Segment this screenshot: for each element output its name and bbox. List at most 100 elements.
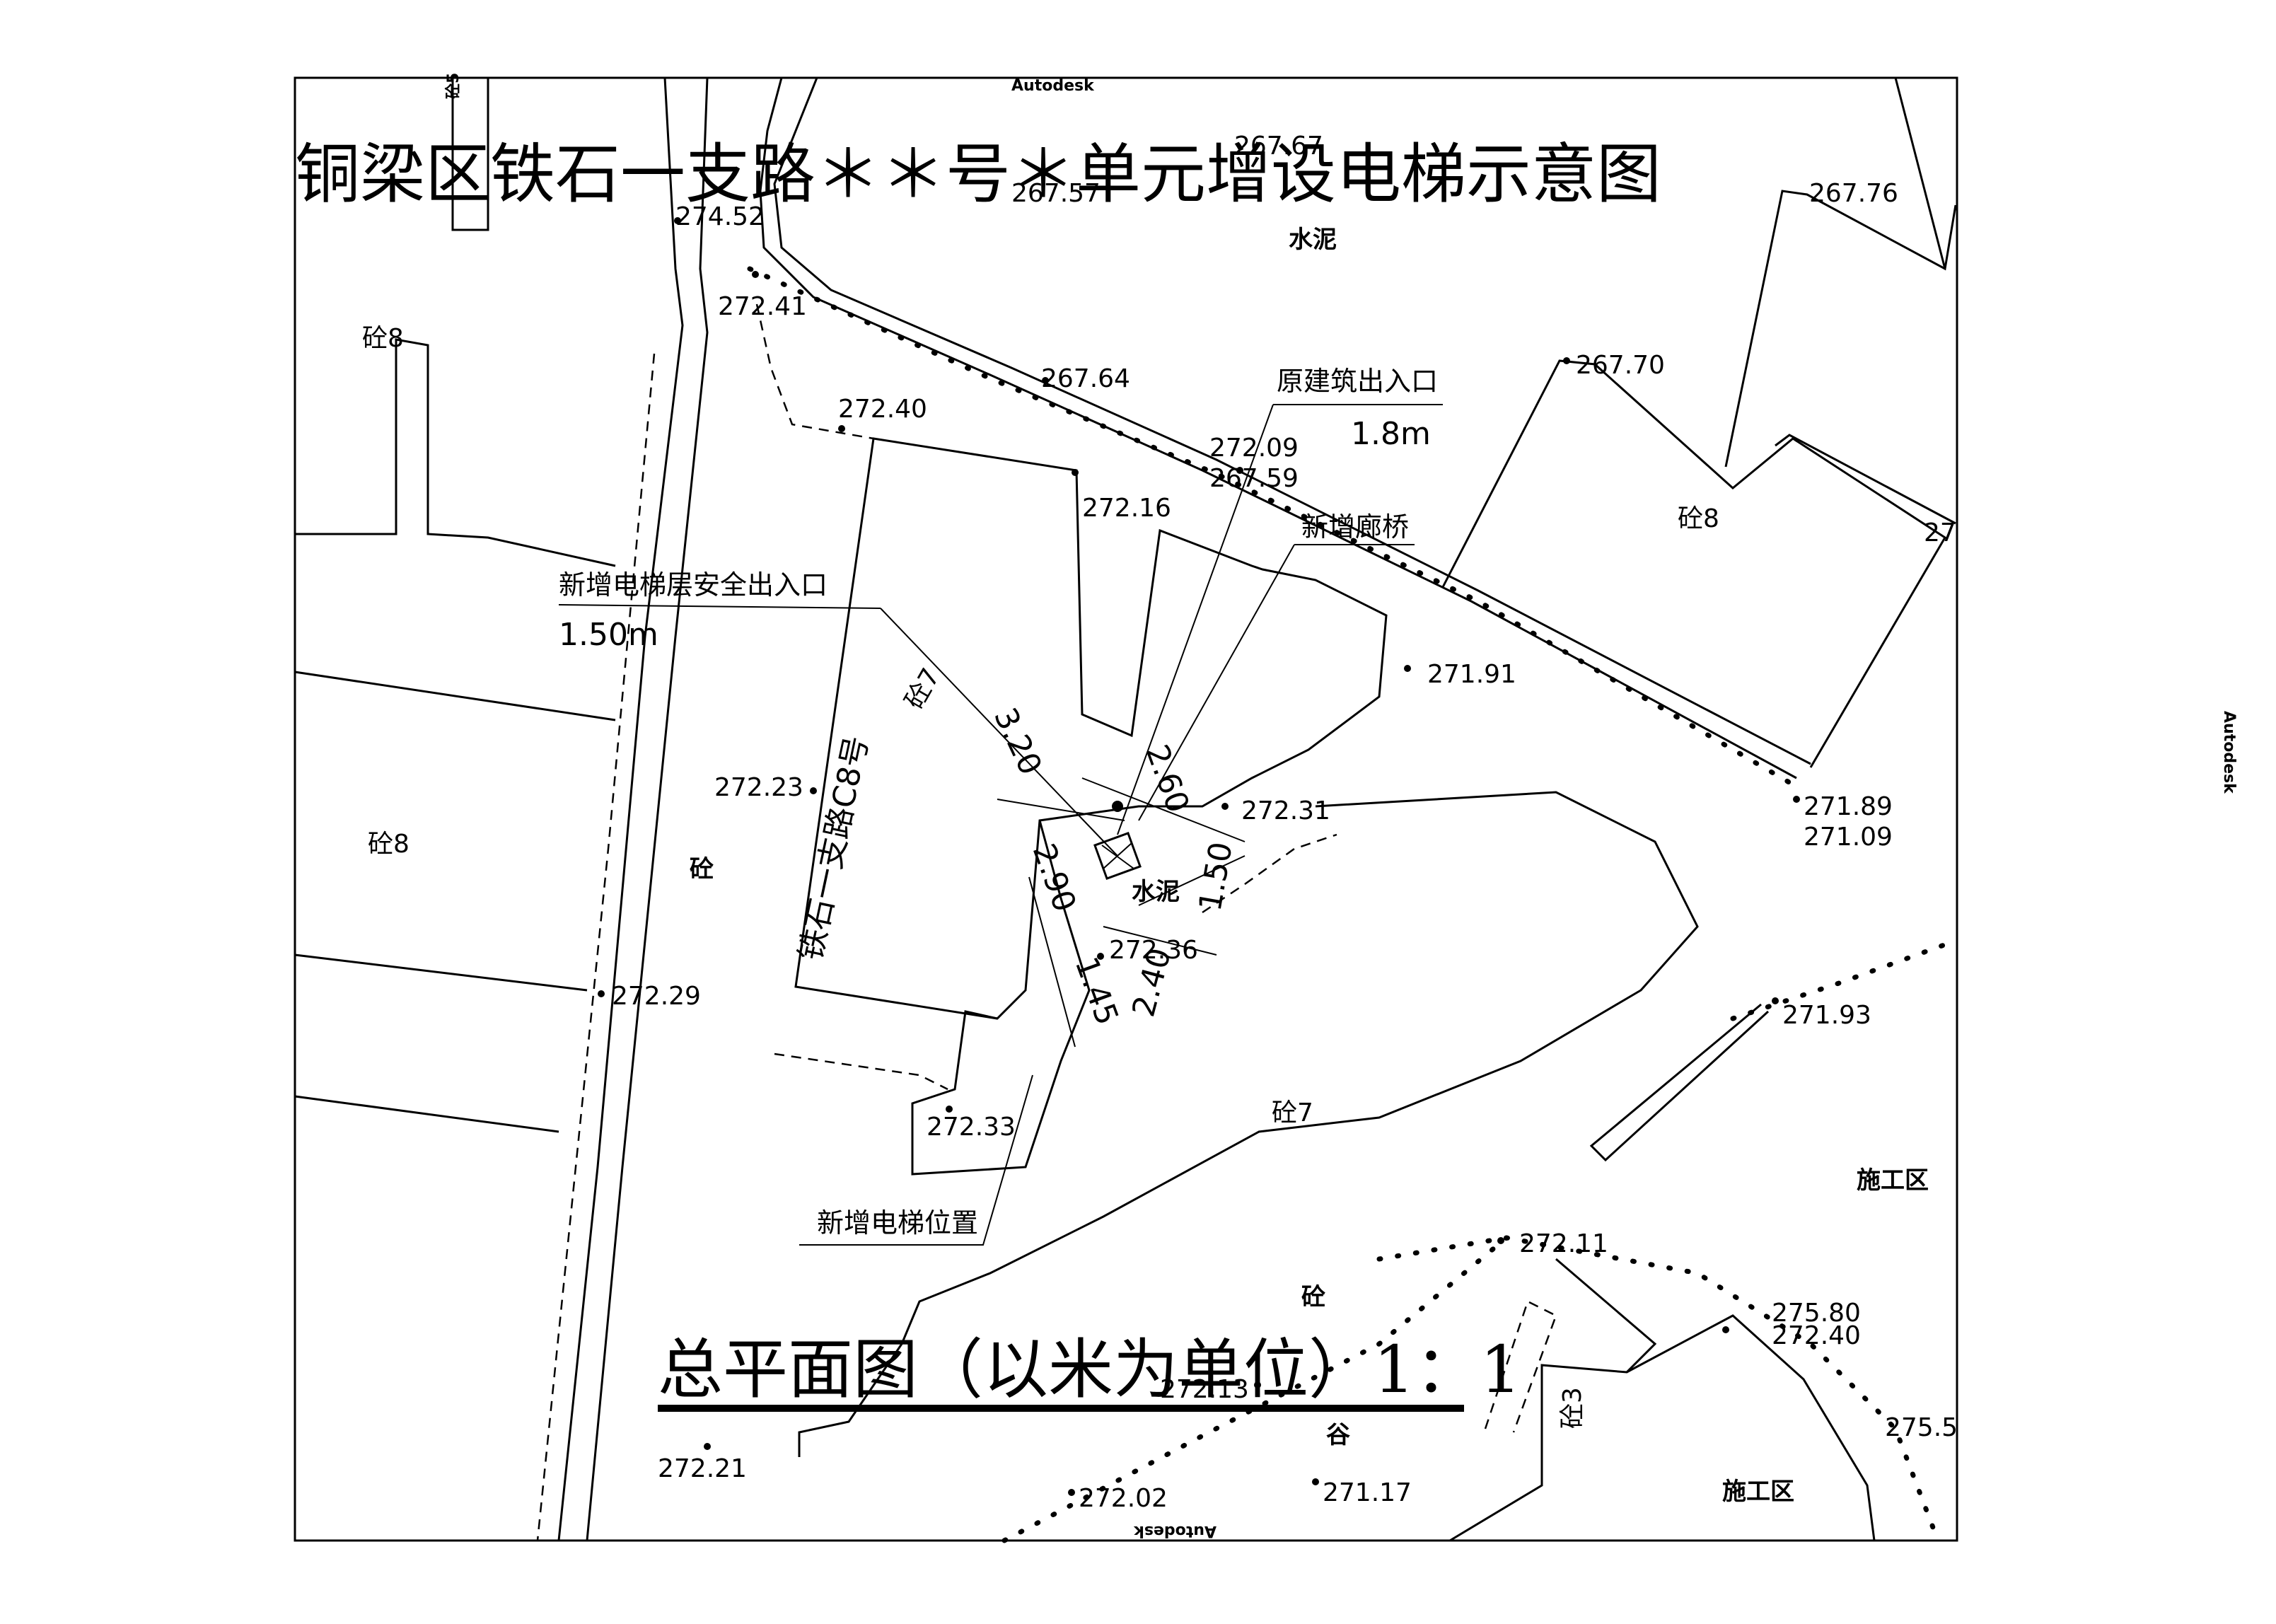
elev-18: 272.29 xyxy=(612,982,701,1011)
top-road-dots xyxy=(747,266,1803,791)
top-road-edge-1 xyxy=(759,77,1797,779)
zone-valley: 谷 xyxy=(1326,1421,1350,1449)
elev-13: 271.89 xyxy=(1804,792,1893,821)
elev-29: 27 xyxy=(1924,518,1956,547)
elev-19: 272.33 xyxy=(927,1113,1016,1142)
elev-12: 271.91 xyxy=(1427,660,1516,689)
zone-b: 砼8 xyxy=(368,830,410,859)
zone-d: 砼7 xyxy=(1272,1098,1313,1127)
elev-8: 267.70 xyxy=(1576,351,1665,380)
zone-block-left: 砼5 xyxy=(444,73,463,99)
courtyard-outline xyxy=(798,791,1699,1457)
zone-construction-1: 施工区 xyxy=(1857,1166,1929,1195)
elev-6: 267.67 xyxy=(1234,132,1323,161)
elev-5: 267.57 xyxy=(1011,179,1101,208)
elev-21: 272.11 xyxy=(1519,1229,1608,1258)
autodesk-top: Autodesk xyxy=(1011,77,1095,95)
top-road-edge-2 xyxy=(773,77,1811,765)
mat-cement-mid: 水泥 xyxy=(1132,878,1180,906)
elev-26: 272.21 xyxy=(658,1454,747,1483)
footer-title: 总平面图（以米为单位）1：1 xyxy=(658,1332,1521,1408)
elev-10: 267.59 xyxy=(1209,464,1299,493)
lower-block-1 xyxy=(1449,1258,1657,1542)
left-parcel-lines-3 xyxy=(294,953,588,992)
dim-line-3 xyxy=(1028,876,1076,1048)
elevator-x-1 xyxy=(1101,845,1134,869)
left-road-edge-1 xyxy=(557,77,684,1541)
elev-4: 267.64 xyxy=(1041,364,1130,393)
elev-17: 272.23 xyxy=(714,773,803,802)
dim-line-1 xyxy=(997,799,1125,821)
elevation-dots xyxy=(598,217,1800,1496)
left-dashed-boundary xyxy=(536,353,656,1541)
courtyard-dashed xyxy=(1202,833,1337,914)
elev-16: 272.36 xyxy=(1109,936,1198,965)
elev-9: 272.09 xyxy=(1209,434,1299,463)
scale-bar xyxy=(658,1405,1464,1412)
elev-1: 274.52 xyxy=(675,202,765,231)
right-building-3 xyxy=(1894,77,1946,269)
dim-line-4 xyxy=(1103,926,1217,956)
lower-right-road-dots xyxy=(1376,1235,1941,1543)
zone-a: 砼8 xyxy=(362,324,404,353)
callout-safety-exit xyxy=(558,604,881,609)
elev-2: 272.41 xyxy=(718,292,807,321)
elev-14: 271.09 xyxy=(1804,823,1893,852)
elev-3: 272.40 xyxy=(838,395,927,424)
mat-cement-top: 水泥 xyxy=(1289,226,1337,254)
left-parcel-lines-1 xyxy=(295,338,616,567)
elev-15: 272.31 xyxy=(1241,796,1330,825)
left-parcel-lines-2 xyxy=(294,671,616,721)
label-new-corridor: 新增廊桥 xyxy=(1301,511,1409,543)
dim-line-2 xyxy=(1081,777,1246,842)
autodesk-side: Autodesk xyxy=(2220,711,2238,794)
callout-safety-exit-2 xyxy=(880,608,1118,857)
elev-11: 272.16 xyxy=(1082,494,1171,523)
existing-building-hatch xyxy=(794,437,1388,1020)
right-fence xyxy=(1589,1003,1770,1162)
right-building-1 xyxy=(1441,359,1947,768)
callout-corridor-2 xyxy=(1138,544,1295,821)
drawing-title: 铜梁区铁石一支路＊＊号＊单元增设电梯示意图 xyxy=(295,137,1661,212)
new-elevator-callout xyxy=(799,1074,1033,1246)
walkway-dashed xyxy=(774,1052,948,1091)
drawing-frame xyxy=(294,76,1958,1542)
left-road-edge-2 xyxy=(586,77,709,1541)
elevator-area-outline xyxy=(911,820,1091,1176)
callout-original-exit-2 xyxy=(1117,404,1274,835)
dim-1-50: 1.50 xyxy=(1192,840,1240,914)
mat-concrete-left: 砼 xyxy=(690,855,714,883)
label-original-exit-width: 1.8m xyxy=(1351,416,1431,452)
elev-7: 267.76 xyxy=(1809,179,1898,208)
label-original-exit: 原建筑出入口 xyxy=(1277,366,1438,397)
elev-28: 271.17 xyxy=(1323,1478,1412,1507)
elev-22: 275.80 xyxy=(1772,1299,1861,1328)
right-building-4 xyxy=(1775,434,1956,525)
elev-23: 272.40 xyxy=(1772,1321,1861,1350)
elev-27: 272.02 xyxy=(1079,1484,1168,1513)
label-building-number: 铁石一支路C8号 xyxy=(793,733,876,963)
block-e3 xyxy=(1484,1300,1557,1433)
label-building-floors: 砼7 xyxy=(900,663,946,714)
top-left-block xyxy=(451,76,489,231)
right-curve-dots xyxy=(1730,938,1958,1021)
left-parcel-lines-4 xyxy=(294,1095,559,1133)
elev-20: 271.93 xyxy=(1782,1001,1871,1030)
zone-c: 砼8 xyxy=(1678,504,1719,533)
label-new-safety-exit-width: 1.50m xyxy=(559,617,658,653)
elevator-symbol xyxy=(1093,832,1142,880)
elev-24: 272.13 xyxy=(1160,1375,1249,1404)
mat-concrete-bottom: 砼 xyxy=(1301,1283,1325,1311)
elev-25: 275.5 xyxy=(1885,1413,1958,1442)
dim-3-20: 3.20 xyxy=(987,702,1049,780)
label-new-safety-exit: 新增电梯层安全出入口 xyxy=(559,569,828,601)
lower-block-2 xyxy=(1626,1314,1876,1541)
zone-e: 砼3 xyxy=(1558,1387,1587,1429)
label-new-elevator: 新增电梯位置 xyxy=(817,1207,978,1239)
right-building-2 xyxy=(1724,190,1957,468)
zone-construction-2: 施工区 xyxy=(1722,1478,1794,1506)
autodesk-bottom: Autodesk xyxy=(1133,1522,1217,1540)
dim-line-5 xyxy=(1138,855,1246,906)
